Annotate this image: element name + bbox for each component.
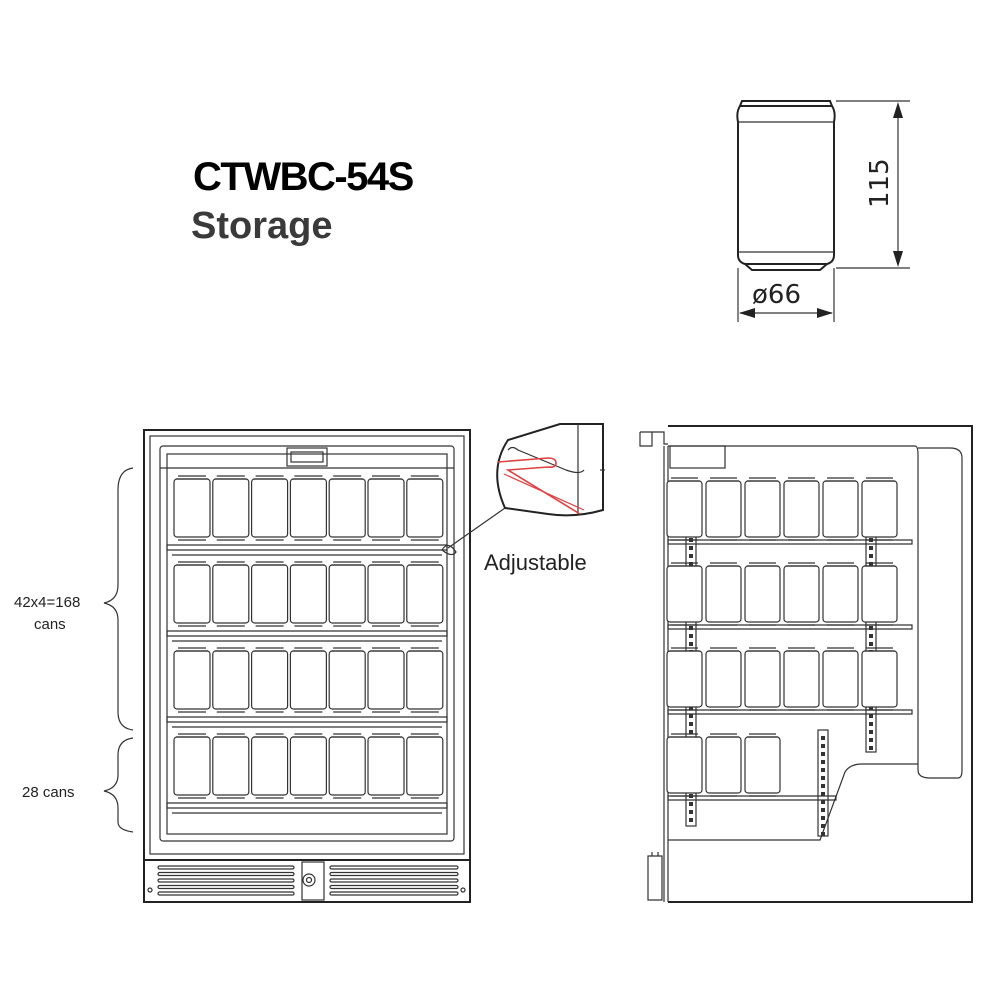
side-can bbox=[705, 562, 742, 626]
front-can bbox=[212, 475, 250, 541]
front-can bbox=[367, 647, 405, 713]
adjustable-label: Adjustable bbox=[484, 550, 587, 575]
side-can bbox=[666, 477, 703, 541]
side-can bbox=[666, 647, 703, 711]
front-can bbox=[367, 561, 405, 627]
front-can bbox=[251, 475, 289, 541]
ventilation-grille bbox=[157, 865, 459, 896]
grille-slat bbox=[329, 884, 459, 890]
grille-slat bbox=[157, 884, 295, 890]
side-can bbox=[744, 647, 781, 711]
side-can bbox=[705, 477, 742, 541]
front-can bbox=[406, 475, 444, 541]
grille-slat bbox=[329, 891, 459, 896]
side-can bbox=[822, 477, 859, 541]
can-dimension-drawing: 115 ø66 bbox=[736, 100, 910, 322]
adjustable-callout: Adjustable bbox=[441, 423, 605, 575]
side-can bbox=[822, 562, 859, 626]
can-icon bbox=[736, 100, 836, 271]
front-can bbox=[251, 561, 289, 627]
side-can bbox=[861, 562, 898, 626]
side-shelves bbox=[667, 539, 913, 801]
grille-slat bbox=[329, 865, 459, 870]
front-can bbox=[328, 647, 366, 713]
front-can bbox=[173, 561, 211, 627]
can-height-label: 115 bbox=[865, 158, 895, 208]
front-can bbox=[406, 561, 444, 627]
front-can bbox=[406, 647, 444, 713]
front-can bbox=[212, 561, 250, 627]
side-shelf bbox=[667, 624, 913, 630]
capacity-upper-label-line1: 42x4=168 bbox=[14, 594, 80, 611]
side-can bbox=[744, 562, 781, 626]
front-can bbox=[289, 475, 327, 541]
front-can bbox=[367, 475, 405, 541]
grille-slat bbox=[157, 891, 295, 896]
can-diameter-label: ø66 bbox=[752, 280, 801, 310]
front-can bbox=[289, 647, 327, 713]
shelf-rail bbox=[817, 729, 829, 837]
front-can bbox=[367, 733, 405, 799]
front-shelf bbox=[166, 630, 448, 642]
side-shelf bbox=[667, 709, 913, 715]
front-base bbox=[143, 859, 471, 903]
side-shelf bbox=[667, 795, 837, 801]
side-can bbox=[783, 477, 820, 541]
side-can-grid bbox=[666, 477, 898, 797]
grille-slat bbox=[157, 878, 295, 883]
front-can bbox=[251, 647, 289, 713]
front-shelf bbox=[166, 716, 448, 728]
front-can bbox=[328, 733, 366, 799]
side-can bbox=[861, 647, 898, 711]
front-can bbox=[173, 475, 211, 541]
side-can bbox=[666, 733, 703, 797]
front-can bbox=[406, 733, 444, 799]
front-can-grid bbox=[173, 475, 444, 799]
front-can bbox=[173, 733, 211, 799]
front-shelf bbox=[166, 544, 448, 556]
front-can bbox=[212, 733, 250, 799]
side-can bbox=[861, 477, 898, 541]
side-can bbox=[705, 647, 742, 711]
front-can bbox=[251, 733, 289, 799]
capacity-lower-label: 28 cans bbox=[22, 784, 75, 801]
grille-slat bbox=[329, 871, 459, 877]
front-can bbox=[328, 475, 366, 541]
control-display bbox=[286, 447, 328, 467]
storage-subtitle: Storage bbox=[191, 205, 332, 247]
side-can bbox=[822, 647, 859, 711]
front-can bbox=[289, 733, 327, 799]
front-shelf bbox=[166, 802, 448, 814]
grille-slat bbox=[329, 878, 459, 883]
front-shelves bbox=[166, 544, 448, 814]
side-view bbox=[639, 425, 973, 903]
front-view bbox=[143, 429, 471, 903]
front-can bbox=[173, 647, 211, 713]
capacity-upper-label-line2: cans bbox=[34, 616, 66, 633]
front-can bbox=[289, 561, 327, 627]
side-shelf bbox=[667, 539, 913, 545]
side-can bbox=[744, 733, 781, 797]
side-can bbox=[783, 562, 820, 626]
front-can bbox=[328, 561, 366, 627]
side-can bbox=[744, 477, 781, 541]
side-can bbox=[705, 733, 742, 797]
front-can bbox=[212, 647, 250, 713]
capacity-annotations: 42x4=168 cans 28 cans bbox=[14, 467, 134, 833]
side-can bbox=[783, 647, 820, 711]
side-can bbox=[666, 562, 703, 626]
model-title: CTWBC-54S bbox=[193, 155, 414, 199]
grille-slat bbox=[157, 865, 295, 870]
lock-icon bbox=[302, 873, 316, 887]
grille-slat bbox=[157, 871, 295, 877]
